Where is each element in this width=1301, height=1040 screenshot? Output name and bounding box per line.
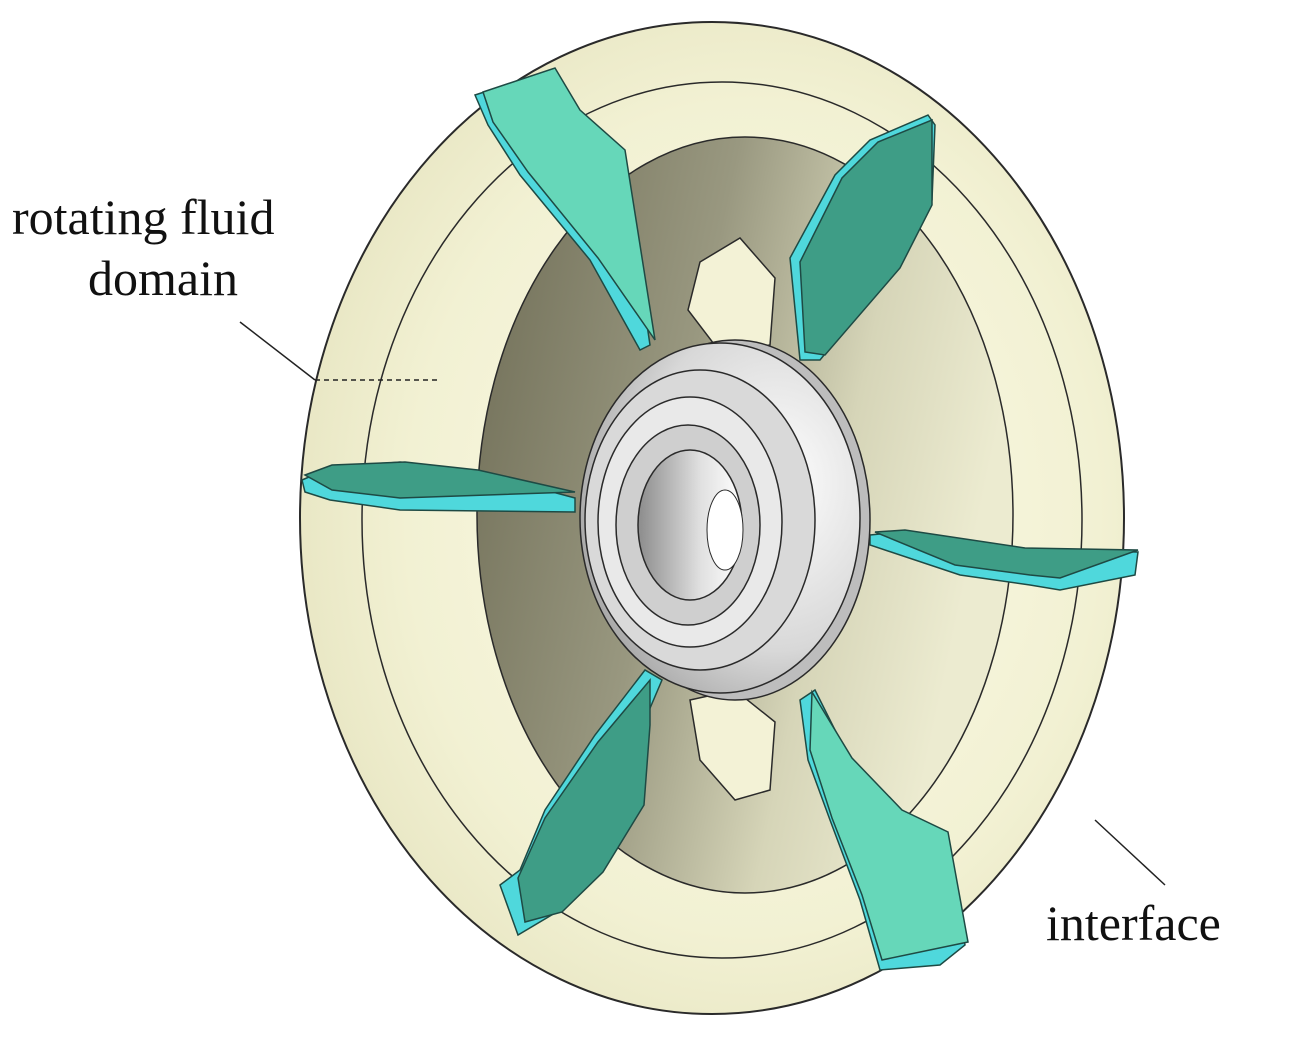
hub-bore-opening	[706, 489, 744, 571]
interface-label: interface	[1046, 895, 1221, 951]
rotating-fluid-label-line1: rotating fluid	[12, 189, 275, 245]
rotating-fluid-label-line2: domain	[88, 250, 238, 306]
rotating-leader-diagonal	[239, 321, 316, 381]
upper-slot	[687, 237, 776, 353]
interface-ring	[361, 81, 1083, 959]
interface-leader	[1094, 819, 1166, 886]
